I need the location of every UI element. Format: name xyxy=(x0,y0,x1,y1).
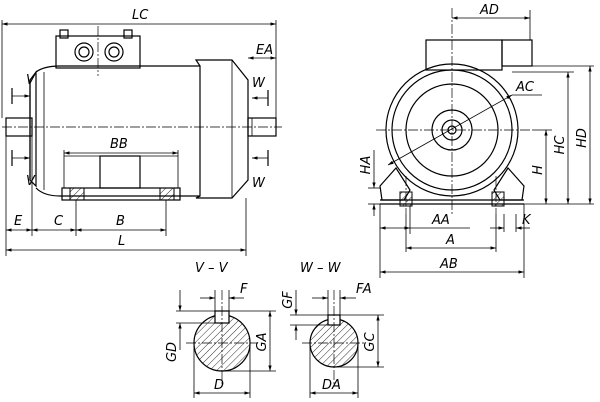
cable-gland-left xyxy=(74,42,94,62)
label-v-top: V xyxy=(26,73,36,88)
label-ea: EA xyxy=(256,43,273,58)
front-view xyxy=(376,8,533,214)
label-bb: BB xyxy=(110,137,128,152)
label-fa: FA xyxy=(356,282,372,297)
front-view-dimensions: AD AC HD HC H HA K AA xyxy=(359,3,594,278)
label-da: DA xyxy=(322,378,341,393)
label-v-bottom: V xyxy=(26,174,36,189)
side-view-dimensions: LC EA V V W W BB E C xyxy=(1,8,277,256)
label-w-bottom: W xyxy=(252,176,266,191)
section-title-ww: W – W xyxy=(300,261,342,276)
label-d: D xyxy=(214,378,224,393)
label-ac: AC xyxy=(515,80,535,95)
label-l: L xyxy=(118,234,125,249)
label-f: F xyxy=(240,282,248,297)
label-ga: GA xyxy=(255,333,270,352)
label-lc: LC xyxy=(132,8,149,23)
label-aa: AA xyxy=(431,213,450,228)
section-title-vv: V – V xyxy=(195,261,229,276)
label-k: K xyxy=(522,213,532,228)
label-h: H xyxy=(531,165,546,175)
section-ww: FA GF GC DA xyxy=(281,282,384,398)
label-e: E xyxy=(14,214,23,229)
label-gd: GD xyxy=(165,342,180,362)
label-w-top: W xyxy=(252,76,266,91)
label-gf: GF xyxy=(281,291,296,309)
fan-cowl xyxy=(194,59,249,199)
front-end-shield xyxy=(29,70,37,188)
section-vv: F GD GA D xyxy=(165,282,276,398)
label-a: A xyxy=(445,233,455,248)
label-hc: HC xyxy=(553,135,568,155)
label-ab: AB xyxy=(439,257,458,272)
cable-gland-right xyxy=(104,42,124,62)
label-gc: GC xyxy=(363,332,378,352)
label-b: B xyxy=(116,214,125,229)
side-view xyxy=(2,26,282,201)
label-c: C xyxy=(54,214,64,229)
stator-body xyxy=(35,65,201,197)
label-hd: HD xyxy=(575,128,590,148)
label-ha: HA xyxy=(359,156,374,175)
label-ad: AD xyxy=(479,3,499,18)
